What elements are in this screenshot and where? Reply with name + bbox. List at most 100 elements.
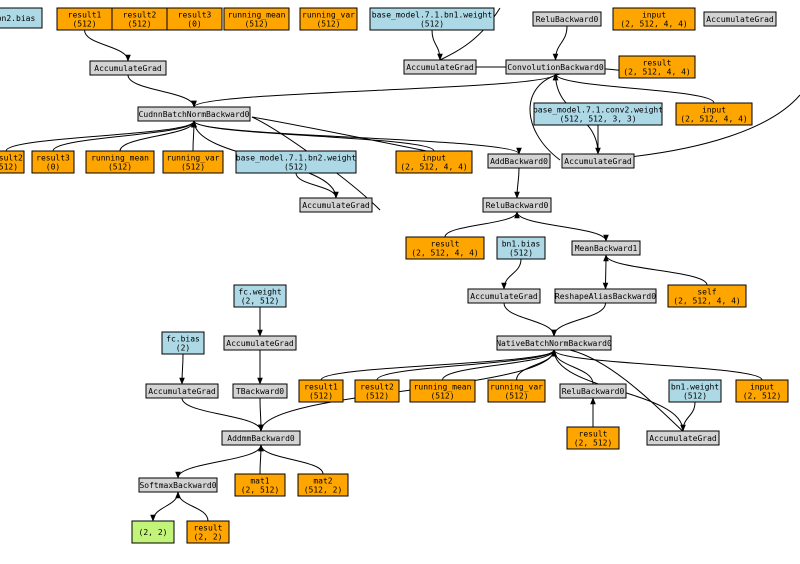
node-label: result1 (304, 383, 338, 392)
node-relu-top: ReluBackward0 (532, 11, 602, 27)
node-label: ReshapeAliasBackward0 (555, 292, 656, 301)
node-label: AddmmBackward0 (227, 434, 295, 443)
node-box (496, 236, 546, 260)
node-acc-a: AccumulateGrad (89, 60, 167, 76)
node-label: running_mean (228, 11, 286, 20)
edge-mat2-to-addmm (258, 444, 324, 475)
node-label: running_var (167, 154, 220, 163)
node-acc-top-right: AccumulateGrad (703, 11, 777, 27)
node-box (505, 59, 606, 75)
node-label: bn1.bias (502, 240, 541, 249)
node-addmm: AddmmBackward0 (221, 430, 301, 446)
node-shape-label: (512) (108, 163, 132, 172)
node-box (234, 473, 286, 497)
node-running-mean-n: running_mean(512) (409, 379, 476, 403)
edge-mat1-to-addmm (258, 444, 264, 475)
node-shape-label: (2, 512, 4, 4) (400, 163, 467, 172)
node-box (566, 426, 620, 450)
node-box (297, 473, 349, 497)
edge-relu_mid-to-mean (516, 211, 609, 242)
node-label: result2 (123, 11, 157, 20)
node-fc-bias: fc.bias(2) (161, 331, 205, 355)
node-result-conv: result(2, 512, 4, 4) (618, 55, 696, 79)
node-acc-fcb: AccumulateGrad (145, 383, 219, 399)
node-bn1-bias: bn1.bias(512) (496, 236, 546, 260)
node-label: AccumulateGrad (470, 292, 538, 301)
node-box (137, 106, 251, 122)
node-label: CudnnBatchNormBackward0 (139, 110, 250, 119)
node-label: result1 (68, 11, 102, 20)
node-box (482, 197, 552, 213)
node-reshape: ReshapeAliasBackward0 (554, 288, 657, 304)
edge-result_relu-to-relu_mid (444, 211, 520, 238)
node-box (31, 150, 75, 174)
node-label: fc.bias (166, 335, 200, 344)
node-add: AddBackward0 (487, 153, 551, 169)
edge-running_mean_n-to-native (442, 349, 557, 381)
node-label: result (579, 430, 608, 439)
node-label: TBackward0 (236, 387, 284, 396)
node-shape-label: (512) (284, 163, 308, 172)
node-label: base_model.7.1.conv2.weight (533, 106, 663, 115)
node-acc-bn1bias: AccumulateGrad (467, 288, 541, 304)
node-box (299, 7, 358, 31)
edge-cudnn-to-add (193, 120, 522, 155)
edge-running_mean_b-to-cudnn (119, 120, 197, 152)
node-box (221, 430, 301, 446)
node-running-mean-b: running_mean(512) (85, 150, 155, 174)
node-box (0, 150, 25, 174)
node-acc-bn1w: AccumulateGrad (646, 430, 720, 446)
node-box (409, 379, 476, 403)
node-label: result2 (0, 154, 23, 163)
node-label: bn2.bias (0, 14, 35, 23)
node-shape-label: (512) (72, 20, 96, 29)
node-box (675, 102, 753, 126)
node-shape-label: (512) (181, 163, 205, 172)
node-result3-a: result3(0) (166, 7, 223, 31)
node-conv2-weight: base_model.7.1.conv2.weight(512, 512, 3,… (533, 102, 663, 126)
node-label: fc.weight (238, 288, 282, 297)
node-native: NativeBatchNormBackward0 (496, 335, 612, 351)
node-shape-label: (2) (176, 344, 190, 353)
node-label: AccumulateGrad (226, 339, 294, 348)
node-result1-n: result1(512) (298, 379, 344, 403)
node-shape-label: (0) (46, 163, 60, 172)
edge-addmm-to-softmax (175, 444, 262, 479)
edge-result3_b-to-cudnn (52, 120, 197, 152)
edge-input_native-to-native (551, 349, 763, 381)
node-box (532, 11, 602, 27)
node-label: NativeBatchNormBackward0 (496, 339, 612, 348)
node-label: result (431, 240, 460, 249)
node-shape-label: (2, 512, 4, 4) (623, 68, 690, 77)
node-result-softmax: result(2, 2) (186, 520, 230, 544)
node-label: mat2 (313, 477, 332, 486)
edge-relu_top-to-conv (552, 25, 568, 61)
node-shape-label: (512) (244, 20, 268, 29)
node-box (0, 7, 43, 29)
node-acc-b: AccumulateGrad (403, 59, 477, 75)
edge-input_cudnn-to-cudnn (191, 120, 435, 152)
edge-bn2_weight-to-acc_bn2 (295, 172, 339, 199)
node-input-native: input(2, 512) (735, 379, 789, 403)
node-shape-label: (2, 512) (743, 392, 782, 401)
node-softmax: SoftmaxBackward0 (138, 477, 218, 493)
node-result3-b: result3(0) (31, 150, 75, 174)
node-shape-label: (512, 2) (304, 486, 343, 495)
node-self-mean: self(2, 512, 4, 4) (667, 284, 747, 308)
node-label: AccumulateGrad (94, 64, 162, 73)
node-shape-label: (512) (316, 20, 340, 29)
node-conv: ConvolutionBackward0 (505, 59, 606, 75)
node-box (138, 477, 218, 493)
node-shape-label: (512) (127, 20, 151, 29)
node-box (571, 240, 641, 256)
node-label: AccumulateGrad (649, 434, 717, 443)
node-label: AccumulateGrad (302, 201, 370, 210)
node-label: ConvolutionBackward0 (507, 63, 604, 72)
node-result2-b: result2(512) (0, 150, 25, 174)
node-box (561, 153, 635, 169)
edge-bn1_bias-to-acc_bn1bias (501, 258, 522, 290)
node-box (403, 59, 477, 75)
node-box (223, 7, 290, 31)
node-result2-n: result2(512) (354, 379, 400, 403)
edge-conv-to-cudnn (191, 73, 556, 108)
